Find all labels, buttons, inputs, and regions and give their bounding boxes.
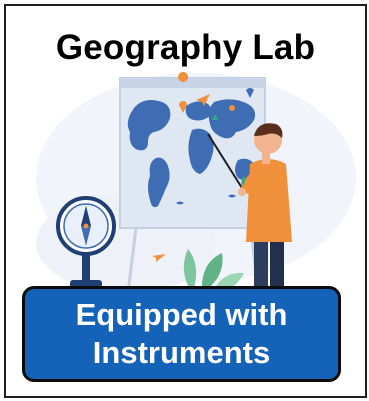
paper-plane-icon: [152, 94, 210, 262]
world-map-icon: [119, 77, 266, 294]
location-pin-icon: [178, 72, 189, 90]
caption-banner: Equipped with Instruments: [22, 286, 341, 382]
teacher-figure: [207, 123, 292, 298]
caption-line-1: Equipped with: [75, 297, 288, 332]
geography-illustration: [36, 72, 356, 298]
caption-line-2: Instruments: [92, 335, 271, 370]
poster-title: Geography Lab: [55, 28, 316, 67]
poster-card: Geography Lab: [4, 4, 367, 398]
